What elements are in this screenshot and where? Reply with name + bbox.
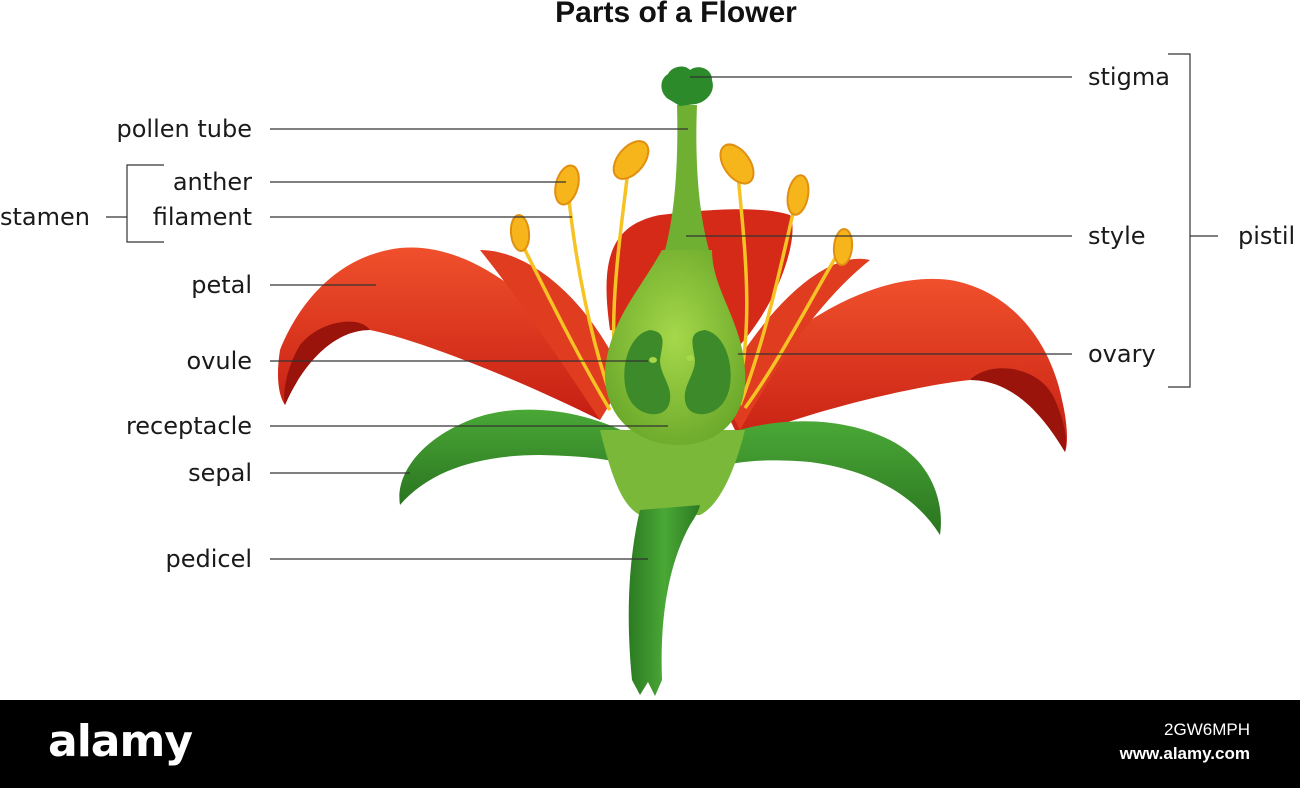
label-filament: filament: [152, 203, 252, 231]
sepal-right: [710, 421, 941, 535]
style: [662, 105, 712, 260]
label-anther: anther: [172, 168, 252, 196]
label-petal: petal: [191, 271, 252, 299]
receptacle: [600, 430, 745, 515]
stigma: [661, 66, 713, 106]
diagram-title: Parts of a Flower: [555, 0, 797, 29]
label-sepal: sepal: [188, 459, 252, 487]
pedicel: [628, 505, 700, 696]
footer-url: www.alamy.com: [1119, 744, 1250, 763]
petal-right: [720, 278, 1067, 452]
label-pedicel: pedicel: [165, 545, 252, 573]
label-pollen-tube: pollen tube: [116, 115, 252, 143]
alamy-logo: alamy: [48, 716, 193, 767]
label-stamen: stamen: [0, 203, 90, 231]
ovule-chambers: [624, 330, 731, 415]
image-id: 2GW6MPH: [1164, 720, 1250, 739]
label-ovule: ovule: [186, 347, 252, 375]
label-pistil: pistil: [1238, 222, 1296, 250]
label-ovary: ovary: [1088, 340, 1156, 368]
watermark-footer: alamy 2GW6MPH www.alamy.com: [0, 700, 1300, 788]
flower-illustration: [106, 53, 1218, 696]
anthers: [509, 140, 854, 266]
label-style: style: [1088, 222, 1146, 250]
sepal-left: [399, 409, 640, 505]
label-stigma: stigma: [1088, 63, 1170, 91]
label-receptacle: receptacle: [125, 412, 252, 440]
leader-lines: [106, 53, 1218, 560]
petal-left: [277, 247, 615, 420]
diagram: Parts of a Flower: [0, 0, 1296, 696]
